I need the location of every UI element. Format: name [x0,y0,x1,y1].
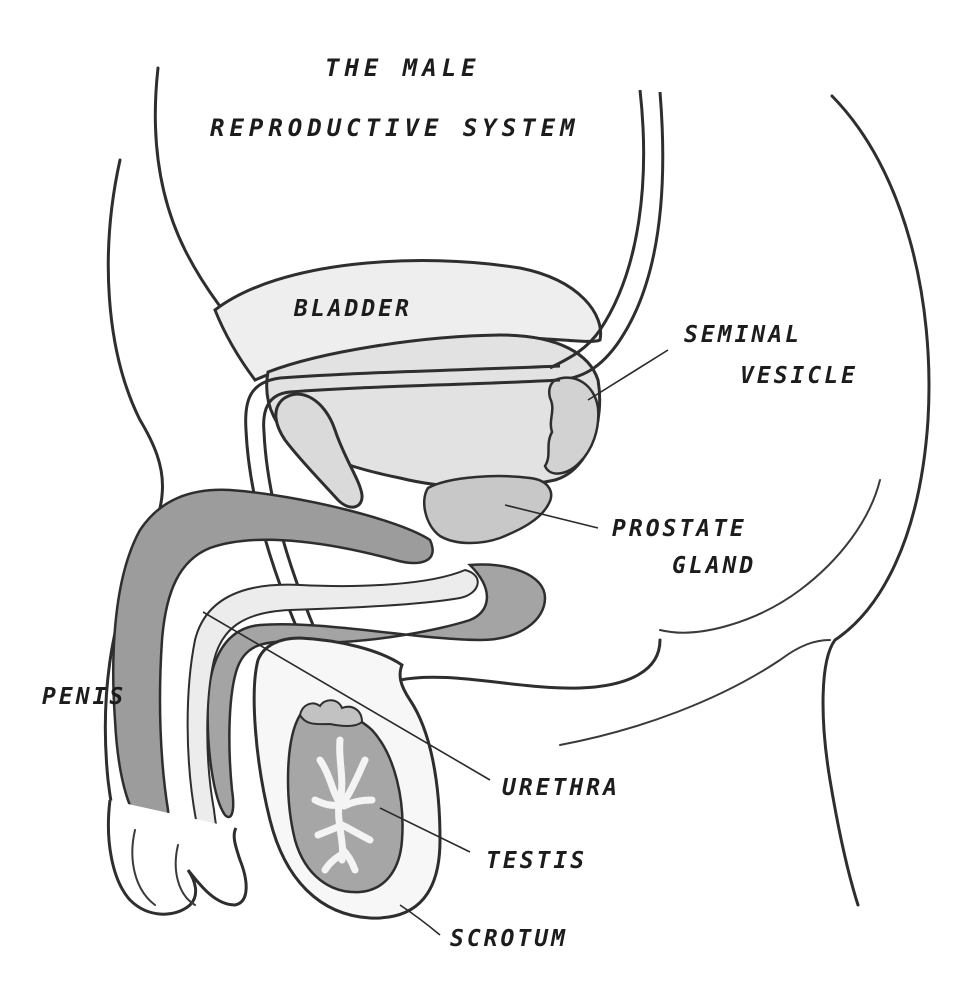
leader-scrotum [400,905,440,935]
seminal-vesicle [545,378,598,474]
label-prostate-2: GLAND [672,553,756,579]
label-testis: TESTIS [486,848,587,874]
label-seminal-vesicle-2: VESICLE [740,363,858,389]
label-seminal-vesicle-1: SEMINAL [684,322,802,348]
prostate-gland [424,476,551,543]
label-prostate-1: PROSTATE [612,516,747,542]
label-penis: PENIS [42,684,126,710]
buttock-outline [823,96,929,905]
label-urethra: URETHRA [502,775,620,801]
leader-seminal-vesicle [588,350,668,400]
thigh-line [560,640,830,745]
title-line-1: THE MALE [325,54,481,82]
title-line-2: REPRODUCTIVE SYSTEM [210,114,580,142]
perineum-line [400,640,660,688]
label-bladder: BLADDER [293,296,412,322]
glans [108,800,246,914]
label-scrotum: SCROTUM [450,926,568,952]
